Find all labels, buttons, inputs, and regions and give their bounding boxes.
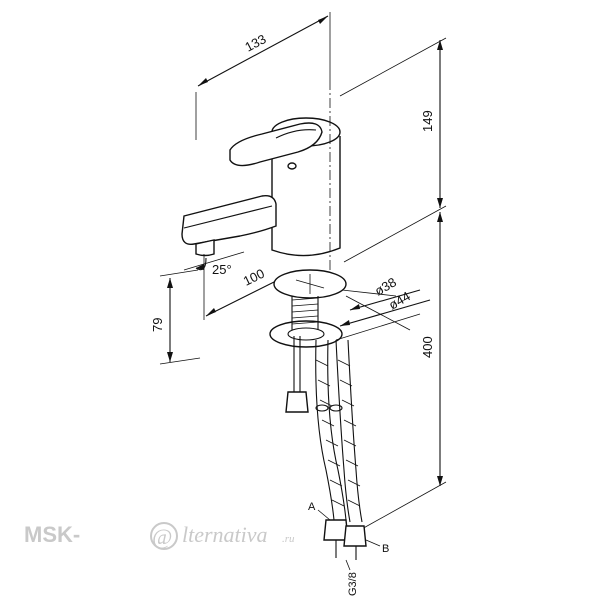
- watermark-domain: .ru: [282, 533, 295, 545]
- hose-label-b: B: [382, 543, 389, 555]
- hose-label-a: A: [308, 501, 316, 513]
- watermark-brand: MSK-: [24, 522, 80, 547]
- thread-label: G3/8: [347, 572, 359, 596]
- fixing-stud: [285, 336, 309, 413]
- dimension-79: 79: [150, 269, 201, 365]
- dimension-149: 149: [339, 37, 447, 263]
- watermark-at: @: [152, 524, 172, 549]
- watermark-script: lternativa: [182, 522, 268, 547]
- faucet-body: [181, 117, 341, 257]
- dimension-149-label: 149: [420, 110, 435, 132]
- hose-fittings: [323, 519, 367, 560]
- dimension-133-label: 133: [242, 31, 268, 54]
- dimension-400: 400: [359, 212, 447, 531]
- watermark: MSK- @ lternativa .ru: [24, 522, 295, 550]
- dimension-100-label: 100: [241, 266, 267, 289]
- dimension-diameters: ø38 ø44: [335, 274, 431, 341]
- braided-hoses: [315, 339, 363, 523]
- dimension-angle-label: 25°: [212, 262, 232, 277]
- dimension-79-label: 79: [150, 318, 165, 332]
- hose-labels: A B G3/8: [308, 501, 389, 596]
- dimension-400-label: 400: [420, 336, 435, 358]
- mounting-base: [269, 269, 347, 348]
- dimension-angle: 25°: [183, 251, 245, 277]
